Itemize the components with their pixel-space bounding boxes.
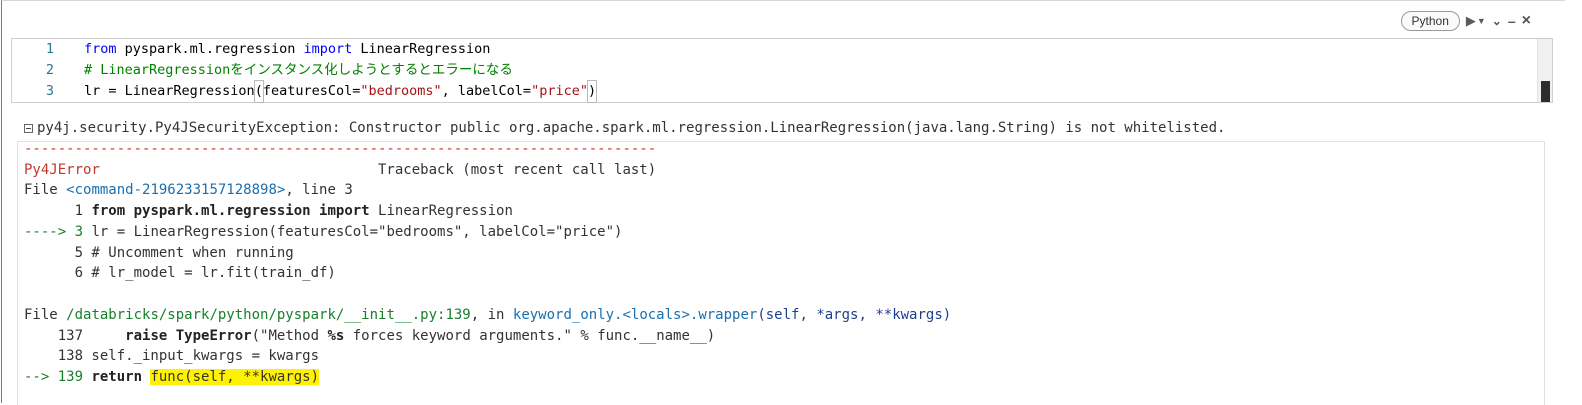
tb-line-number: 137 (24, 328, 126, 344)
keyword: from (91, 203, 126, 219)
run-menu-caret-icon[interactable]: ▼ (1476, 16, 1486, 26)
command-link[interactable]: <command-2196233157128898> (66, 182, 286, 198)
exception-class: TypeError (175, 328, 252, 344)
traceback-code-line-current: ----> 3 lr = LinearRegression(featuresCo… (24, 222, 622, 243)
file-prefix: File (24, 182, 67, 198)
traceback-file-line: File <command-2196233157128898>, line 3 (24, 180, 353, 201)
bracket-match: ) (586, 80, 598, 103)
space (167, 328, 175, 344)
code-line[interactable]: 2 # LinearRegressionをインスタンス化しようとするとエラーにな… (12, 60, 513, 81)
traceback-code-line: 138 self._input_kwargs = kwargs (24, 348, 320, 364)
traceback-label: Traceback (most recent call last) (99, 162, 657, 178)
code-text: forces keyword arguments." % func.__name… (344, 328, 716, 344)
line-number: 3 (45, 83, 54, 99)
chevron-down-icon[interactable]: ⌄ (1491, 14, 1502, 28)
cell-toolbar: Python ▶ ▼ ⌄ – × (1400, 11, 1531, 31)
collapse-toggle-icon[interactable] (24, 123, 33, 133)
string-literal: "bedrooms" (360, 83, 442, 99)
minimize-icon[interactable]: – (1507, 13, 1516, 29)
traceback-code-line: 137 raise TypeError("Method %s forces ke… (24, 326, 716, 347)
module-name: pyspark.ml.regression (125, 203, 320, 219)
code-text: featuresCol= (262, 83, 361, 99)
function-name: keyword_only.<locals>.wrapper (512, 307, 758, 323)
keyword: raise (125, 328, 168, 344)
code-text: , labelCol= (441, 83, 532, 99)
code-editor[interactable]: 1 from pyspark.ml.regression import Line… (11, 38, 1553, 103)
current-line-arrow: --> 139 (24, 369, 92, 385)
traceback-code-line: 6 # lr_model = lr.fit(train_df) (24, 265, 336, 281)
file-path: /databricks/spark/python/pyspark/__init_… (66, 307, 471, 323)
close-icon[interactable]: × (1521, 12, 1531, 29)
traceback-header: Py4JError Traceback (most recent call la… (24, 160, 656, 181)
string-literal: "price" (531, 83, 588, 99)
file-prefix: File (24, 307, 67, 323)
function-args: (self, *args, **kwargs) (757, 307, 952, 323)
keyword: import (319, 203, 370, 219)
output-pane (17, 141, 1545, 405)
traceback-code-line: 1 from pyspark.ml.regression import Line… (24, 201, 513, 222)
editor-scrollbar[interactable] (1537, 39, 1552, 102)
keyword: import (303, 41, 353, 57)
line-number: 2 (45, 62, 54, 78)
run-icon[interactable]: ▶ (1465, 13, 1476, 28)
code-text: ("Method (251, 328, 328, 344)
line-number: 1 (45, 41, 54, 57)
code-text: lr = LinearRegression(featuresCol="bedro… (91, 224, 623, 240)
traceback-rule: ----------------------------------------… (24, 141, 657, 157)
code-text: lr = LinearRegression (84, 83, 255, 99)
traceback-file-line: File /databricks/spark/python/pyspark/__… (24, 305, 951, 326)
code-line[interactable]: 3 lr = LinearRegression(featuresCol="bed… (12, 80, 598, 103)
exception-message: py4j.security.Py4JSecurityException: Con… (37, 120, 1226, 136)
scrollbar-thumb[interactable] (1541, 81, 1550, 102)
current-line-arrow: ----> 3 (24, 224, 92, 240)
error-summary: py4j.security.Py4JSecurityException: Con… (24, 118, 1225, 138)
code-comment: # LinearRegressionをインスタンス化しようとするとエラーになる (84, 62, 513, 78)
run-cell-button[interactable]: ▶ ▼ (1466, 13, 1486, 29)
format-spec: %s (327, 328, 345, 344)
line-ref: , line 3 (285, 182, 353, 198)
keyword: from (84, 41, 117, 57)
highlighted-expression: func(self, **kwargs) (150, 369, 320, 385)
code-text: LinearRegression (369, 203, 513, 219)
keyword: return (91, 369, 143, 385)
code-text: pyspark.ml.regression (116, 41, 304, 57)
code-text: LinearRegression (352, 41, 491, 57)
traceback-code-line: 5 # Uncomment when running (24, 245, 294, 261)
traceback-code-line-current: --> 139 return func(self, **kwargs) (24, 367, 320, 388)
error-name: Py4JError (24, 162, 100, 178)
code-line[interactable]: 1 from pyspark.ml.regression import Line… (12, 39, 491, 60)
bracket-match: ( (253, 80, 264, 103)
tb-line-number: 1 (24, 203, 92, 219)
in-text: , in (470, 307, 513, 323)
language-badge[interactable]: Python (1400, 11, 1460, 31)
